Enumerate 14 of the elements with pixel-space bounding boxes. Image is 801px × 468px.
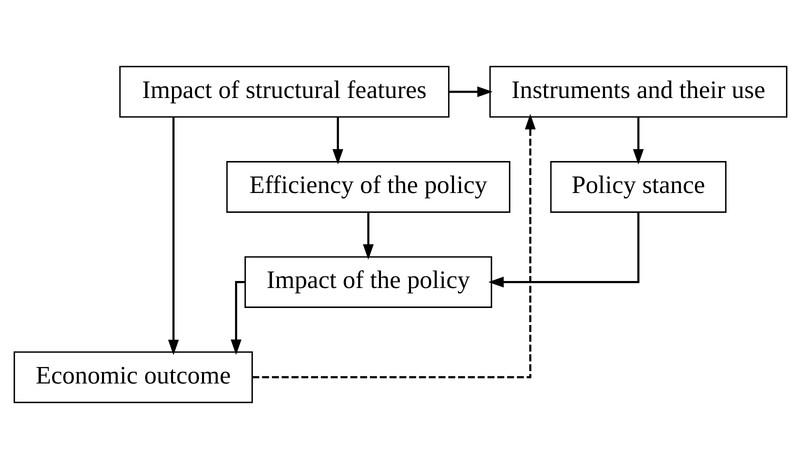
arrow — [448, 86, 493, 97]
node-box: Instruments and their use — [489, 65, 788, 118]
arrow — [362, 212, 374, 260]
arrow — [332, 116, 344, 164]
node-box: Policy stance — [550, 160, 726, 212]
node-box: Impact of structural features — [119, 65, 450, 118]
arrow — [252, 113, 536, 378]
node-box: Impact of the policy — [244, 256, 492, 308]
node-box: Economic outcome — [14, 350, 253, 403]
node-box: Efficiency of the policy — [226, 160, 510, 212]
arrow — [168, 116, 179, 355]
arrow — [230, 280, 246, 354]
arrow — [488, 212, 640, 287]
arrow — [632, 116, 644, 164]
